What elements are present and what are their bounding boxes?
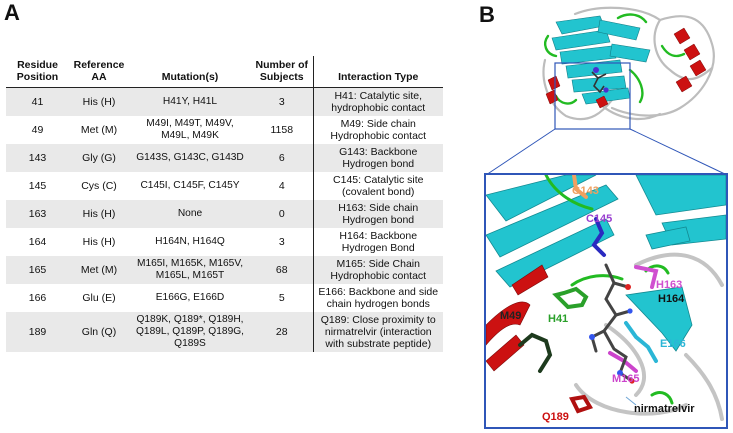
cell-number-of-subjects: 28 xyxy=(251,312,313,352)
table-row: 145 Cys (C) C145I, C145F, C145Y 4 C145: Cata… xyxy=(6,172,443,200)
cell-reference-aa: His (H) xyxy=(69,87,129,116)
table-header-row: Residue Position Reference AA Mutation(s… xyxy=(6,56,443,88)
table-row: 49 Met (M) M49I, M49T, M49V, M49L, M49K 115… xyxy=(6,116,443,144)
header-interaction-type: Interaction Type xyxy=(312,56,443,88)
cell-residue-position: 166 xyxy=(28,292,47,304)
cell-mutations: Q189K, Q189*, Q189H, Q189L, Q189P, Q189G… xyxy=(129,312,251,352)
cell-residue-position: 145 xyxy=(28,180,47,192)
label-c145: C145 xyxy=(586,213,613,225)
cell-mutations: H41Y, H41L xyxy=(129,87,251,116)
cell-interaction-type: M49: Side chain Hydrophobic contact xyxy=(312,116,443,144)
header-mutations: Mutation(s) xyxy=(129,56,251,88)
cell-number-of-subjects: 5 xyxy=(278,292,285,304)
header-reference-aa: Reference AA xyxy=(69,56,129,88)
cell-reference-aa: Met (M) xyxy=(80,124,118,136)
cell-interaction-type: H163: Side chain Hydrogen bond xyxy=(312,200,443,228)
label-h41: H41 xyxy=(548,313,569,325)
label-h164: H164 xyxy=(658,293,685,305)
cell-interaction-type: G143: Backbone Hydrogen bond xyxy=(312,144,443,172)
cell-mutations: E166G, E166D xyxy=(155,292,225,303)
cell-reference-aa: His (H) xyxy=(82,236,116,248)
cell-interaction-type: C145: Catalytic site (covalent bond) xyxy=(312,172,443,200)
cell-number-of-subjects: 1158 xyxy=(270,124,294,136)
header-number-of-subjects: Number of Subjects xyxy=(251,56,313,88)
cell-mutations: G143S, G143C, G143D xyxy=(129,144,251,172)
cell-reference-aa: Gln (Q) xyxy=(69,312,129,352)
label-g143: G143 xyxy=(572,185,599,197)
cell-mutations: M165I, M165K, M165V, M165L, M165T xyxy=(129,256,251,284)
cell-residue-position: 41 xyxy=(6,87,69,116)
cell-residue-position: 143 xyxy=(6,144,69,172)
cell-reference-aa: Gly (G) xyxy=(69,144,129,172)
cell-interaction-type: H164: Backbone Hydrogen Bond xyxy=(312,228,443,256)
cell-residue-position: 163 xyxy=(6,200,69,228)
cell-residue-position: 189 xyxy=(6,312,69,352)
cell-mutations: M49I, M49T, M49V, M49L, M49K xyxy=(146,118,234,141)
cell-number-of-subjects: 0 xyxy=(251,200,313,228)
cell-interaction-type: H41: Catalytic site, hydrophobic contact xyxy=(312,87,443,116)
panel-label-b: B xyxy=(479,2,495,27)
cell-mutations: H164N, H164Q xyxy=(155,236,225,247)
mutation-table: Residue Position Reference AA Mutation(s… xyxy=(6,56,443,352)
label-e166: E166 xyxy=(660,338,686,350)
table-row: 166 Glu (E) E166G, E166D 5 E166: Backbone an… xyxy=(6,284,443,312)
table-row: 164 His (H) H164N, H164Q 3 H164: Backbone Hy… xyxy=(6,228,443,256)
label-m165: M165 xyxy=(612,373,640,385)
cell-mutations: None xyxy=(129,200,251,228)
cell-reference-aa: Glu (E) xyxy=(82,292,116,304)
label-m49: M49 xyxy=(500,310,522,322)
cell-interaction-type: Q189: Close proximity to nirmatrelvir (i… xyxy=(312,312,443,352)
cell-interaction-type: E166: Backbone and side chain hydrogen b… xyxy=(312,284,443,312)
binding-site-zoom: G143 C145 H163 H164 M49 H41 E166 M165 Q1… xyxy=(484,173,728,429)
cell-number-of-subjects: 6 xyxy=(251,144,313,172)
cell-mutations: C145I, C145F, C145Y xyxy=(140,180,240,191)
binding-site-illustration xyxy=(486,175,726,421)
cell-number-of-subjects: 3 xyxy=(251,87,313,116)
cell-number-of-subjects: 3 xyxy=(278,236,285,248)
header-residue-position: Residue Position xyxy=(6,56,69,88)
cell-number-of-subjects: 4 xyxy=(278,180,285,192)
cell-reference-aa: Met (M) xyxy=(69,256,129,284)
cell-reference-aa: His (H) xyxy=(69,200,129,228)
cell-residue-position: 164 xyxy=(28,236,47,248)
cell-residue-position: 49 xyxy=(31,124,44,136)
cell-residue-position: 165 xyxy=(6,256,69,284)
label-nirmatrelvir: nirmatrelvir xyxy=(634,403,695,415)
protein-overview-illustration xyxy=(485,6,728,176)
cell-reference-aa: Cys (C) xyxy=(81,180,117,192)
cell-interaction-type: M165: Side Chain Hydrophobic contact xyxy=(312,256,443,284)
cell-number-of-subjects: 68 xyxy=(251,256,313,284)
panel-label-a: A xyxy=(4,0,20,25)
label-h163: H163 xyxy=(656,279,683,291)
label-q189: Q189 xyxy=(542,411,569,423)
